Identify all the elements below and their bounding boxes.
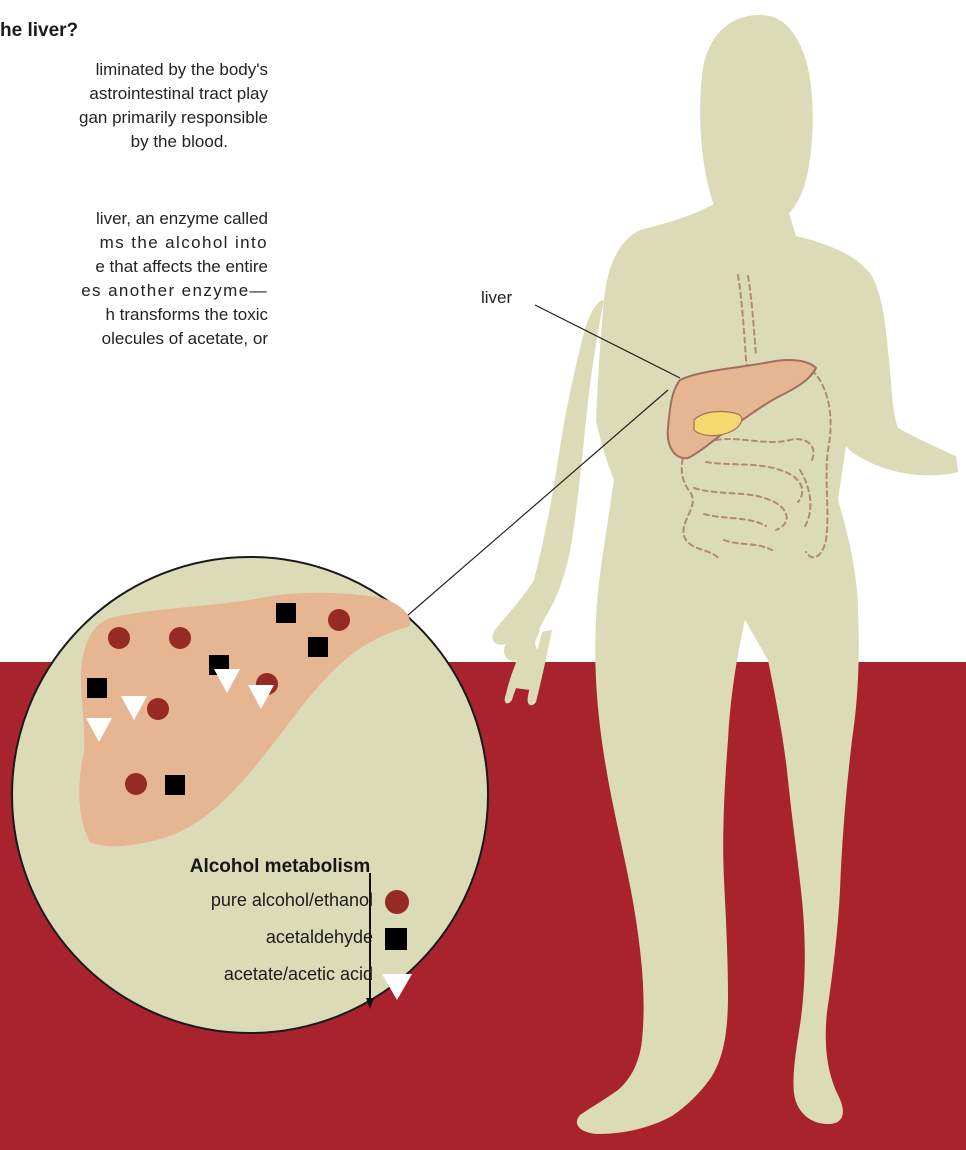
square-icon — [385, 928, 407, 950]
ethanol-molecule — [328, 609, 350, 631]
paragraph-line: liminated by the body's — [0, 58, 268, 82]
ethanol-molecule — [125, 773, 147, 795]
paragraph-2: liver, an enzyme called ms the alcohol i… — [0, 207, 268, 351]
ethanol-molecule — [108, 627, 130, 649]
ethanol-molecule — [169, 627, 191, 649]
acetaldehyde-molecule — [87, 678, 107, 698]
paragraph-line: gan primarily responsible — [0, 106, 268, 130]
paragraph-1: liminated by the body's astrointestinal … — [0, 58, 268, 154]
circle-icon — [385, 890, 409, 914]
paragraph-line: es another enzyme— — [0, 279, 268, 303]
acetaldehyde-molecule — [165, 775, 185, 795]
legend-label-ethanol: pure alcohol/ethanol — [113, 890, 373, 911]
acetaldehyde-molecule — [276, 603, 296, 623]
ethanol-molecule — [147, 698, 169, 720]
legend-label-acetaldehyde: acetaldehyde — [113, 927, 373, 948]
section-heading: he liver? — [0, 20, 78, 42]
paragraph-line: by the blood. — [0, 130, 268, 154]
paragraph-line: ms the alcohol into — [0, 231, 268, 255]
legend-label-acetate: acetate/acetic acid — [113, 964, 373, 985]
paragraph-line: e that affects the entire — [0, 255, 268, 279]
acetaldehyde-molecule — [308, 637, 328, 657]
paragraph-line: h transforms the toxic — [0, 303, 268, 327]
paragraph-line: liver, an enzyme called — [0, 207, 268, 231]
legend-title: Alcohol metabolism — [160, 856, 400, 878]
paragraph-line: olecules of acetate, or — [0, 327, 268, 351]
liver-label: liver — [481, 288, 512, 308]
paragraph-line: astrointestinal tract play — [0, 82, 268, 106]
